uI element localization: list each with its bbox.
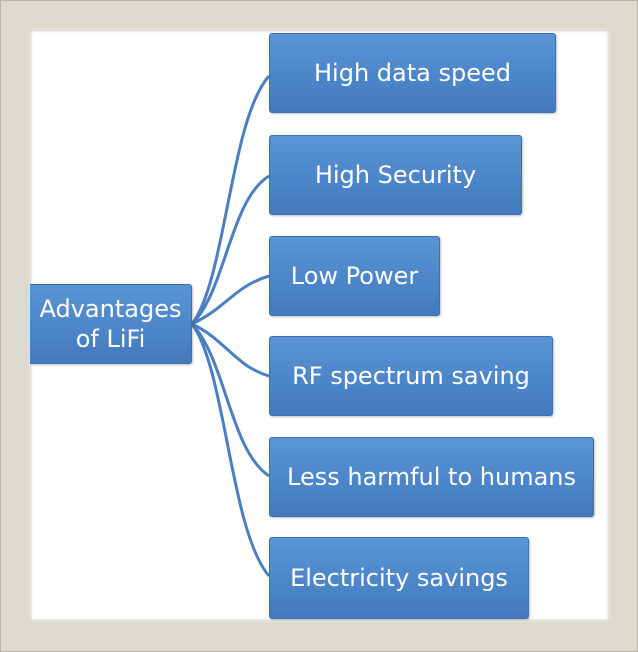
child-node-label: Less harmful to humans: [287, 463, 576, 491]
child-node-label: RF spectrum saving: [292, 362, 530, 390]
child-node-low-power: Low Power: [269, 236, 440, 316]
child-node-label: Electricity savings: [290, 564, 508, 592]
child-node-label: High data speed: [314, 59, 511, 87]
root-node-label-line2: of LiFi: [75, 325, 146, 353]
connector-high-data-speed: [190, 75, 271, 325]
child-node-label: High Security: [314, 161, 477, 189]
child-node-rf-spectrum-saving: RF spectrum saving: [269, 336, 553, 416]
child-node-label: Low Power: [290, 262, 419, 290]
connector-low-power: [191, 274, 270, 326]
child-node-less-harmful-to-humans: Less harmful to humans: [269, 437, 594, 517]
root-node-label-line1: Advantages: [39, 295, 182, 323]
connector-high-security: [190, 174, 270, 326]
child-node-electricity-savings: Electricity savings: [269, 537, 529, 619]
connector-lines: [190, 75, 271, 577]
connector-less-harmful: [190, 322, 270, 478]
child-node-high-security: High Security: [269, 135, 522, 215]
child-node-high-data-speed: High data speed: [269, 33, 556, 113]
root-node-advantages-of-lifi: Advantages of LiFi: [30, 284, 192, 364]
connector-rf-spectrum-saving: [191, 322, 270, 378]
diagram-canvas: Advantages of LiFi High data speed High …: [30, 30, 609, 621]
connector-electricity-savings: [190, 323, 271, 577]
